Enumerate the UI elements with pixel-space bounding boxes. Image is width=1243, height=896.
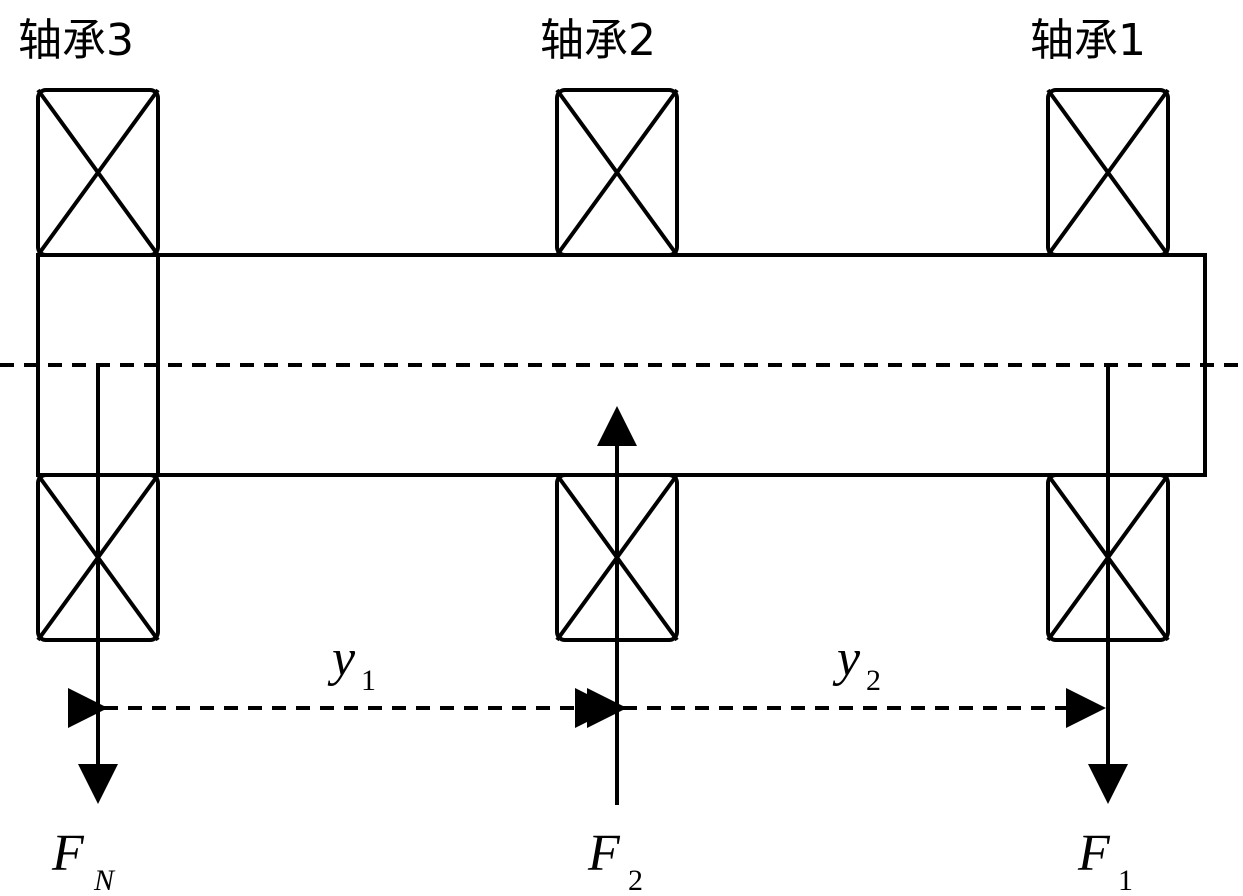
force-fn-subscript: N	[93, 864, 116, 896]
force-f1-subscript: 1	[1118, 864, 1133, 896]
dimension-y2-symbol: y	[832, 630, 861, 687]
dimension-y2-subscript: 2	[866, 664, 881, 697]
bearing-1-label: 轴承1	[1030, 15, 1146, 66]
bearing-3-label: 轴承3	[18, 15, 134, 66]
force-fn-label: F N	[51, 825, 116, 896]
shaft	[36, 253, 1207, 477]
dimension-y1-subscript: 1	[361, 664, 376, 697]
dimension-y2-label: y 2	[832, 630, 881, 697]
dimension-y1-label: y 1	[327, 630, 376, 697]
force-f2-label: F 2	[587, 825, 643, 896]
dimension-y1-symbol: y	[327, 630, 356, 687]
force-fn-symbol: F	[51, 825, 85, 882]
force-f1-label: F 1	[1077, 825, 1133, 896]
bearing-2-label: 轴承2	[540, 15, 656, 66]
force-f2-symbol: F	[587, 825, 621, 882]
force-f2-subscript: 2	[628, 864, 643, 896]
force-f1-symbol: F	[1077, 825, 1111, 882]
